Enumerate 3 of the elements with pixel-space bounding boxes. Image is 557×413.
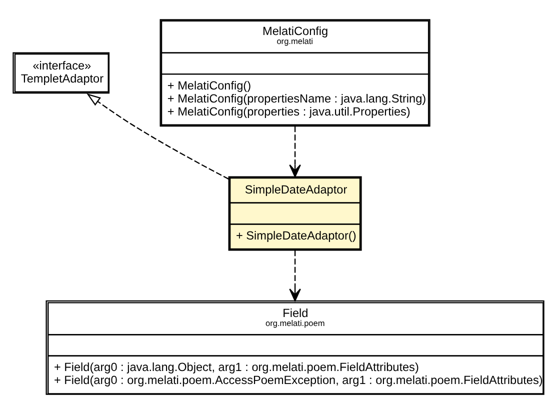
arrow — [289, 250, 301, 301]
arrow — [289, 126, 301, 177]
arrow — [86, 92, 229, 180]
